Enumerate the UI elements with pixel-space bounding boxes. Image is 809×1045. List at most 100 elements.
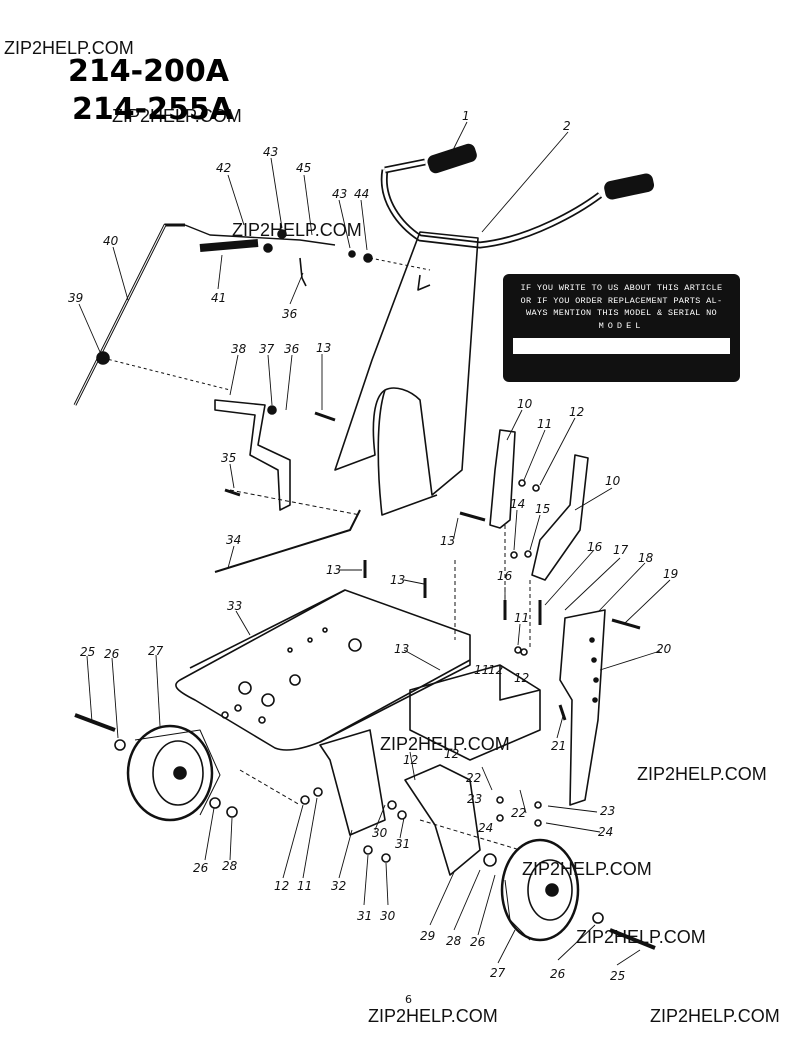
callout-number: 2 <box>563 119 571 133</box>
callout-number: 35 <box>221 451 236 465</box>
notice-line: OR IF YOU ORDER REPLACEMENT PARTS AL- <box>520 295 723 306</box>
wheel <box>500 838 580 942</box>
callout-number: 12 <box>488 663 503 677</box>
callout-number: 37 <box>259 342 275 356</box>
callout-number: 31 <box>357 909 372 923</box>
callout-number: 24 <box>598 825 613 839</box>
callout-number: 25 <box>80 645 95 659</box>
callout-number: 12 <box>444 747 459 761</box>
callout-number: 43 <box>332 187 347 201</box>
callout-number: 36 <box>284 342 300 356</box>
callout-number: 39 <box>68 291 83 305</box>
model-number-title: 214-255A <box>72 92 233 127</box>
callout-number: 10 <box>605 474 621 488</box>
shift-rod <box>73 223 185 406</box>
callout-number: 12 <box>569 405 584 419</box>
callout-number: 30 <box>380 909 396 923</box>
axle-bolt <box>74 713 116 732</box>
callout-number: 13 <box>390 573 405 587</box>
callout-number: 13 <box>440 534 455 548</box>
page-number: 6 <box>405 993 412 1006</box>
callout-number: 14 <box>510 497 525 511</box>
callout-number: 19 <box>663 567 678 581</box>
callout-number: 11 <box>474 663 489 677</box>
adjuster-bracket <box>531 454 589 581</box>
serial-number-field <box>513 338 730 354</box>
callout-number: 40 <box>103 234 119 248</box>
watermark: ZIP2HELP.COM <box>112 106 242 126</box>
callout-number: 26 <box>104 647 120 661</box>
callout-number: 34 <box>226 533 241 547</box>
callout-number: 11 <box>514 611 529 625</box>
model-serial-notice-plate: IF YOU WRITE TO US ABOUT THIS ARTICLE OR… <box>503 274 740 382</box>
shift-lever <box>199 239 259 252</box>
watermark: ZIP2HELP.COM <box>576 927 706 947</box>
callout-number: 21 <box>551 739 566 753</box>
notice-line: WAYS MENTION THIS MODEL & SERIAL NO <box>526 308 717 318</box>
callout-number: 12 <box>514 671 529 685</box>
callout-number: 10 <box>517 397 533 411</box>
watermark: ZIP2HELP.COM <box>368 1006 498 1026</box>
callout-number: 28 <box>446 934 462 948</box>
watermark: ZIP2HELP.COM <box>522 859 652 879</box>
callout-number: 1 <box>462 109 470 123</box>
callout-number: 27 <box>490 966 506 980</box>
callout-number: 23 <box>467 792 482 806</box>
callout-number: 38 <box>231 342 247 356</box>
callout-number: 44 <box>354 187 369 201</box>
model-number-title: 214-200A <box>68 54 229 89</box>
callout-number: 11 <box>537 417 552 431</box>
side-plate <box>559 609 606 806</box>
callout-number: 28 <box>222 859 238 873</box>
callout-number: 13 <box>326 563 341 577</box>
handle-grip <box>427 143 477 174</box>
callout-number: 26 <box>470 935 486 949</box>
callout-number: 32 <box>331 879 346 893</box>
adjuster-bracket <box>489 429 516 529</box>
callout-number: 16 <box>497 569 513 583</box>
handle-grip <box>604 173 655 200</box>
callout-number: 22 <box>466 771 481 785</box>
callout-number: 12 <box>403 753 418 767</box>
watermark: ZIP2HELP.COM <box>4 38 134 58</box>
callout-number: 26 <box>550 967 566 981</box>
callout-number: 30 <box>372 826 388 840</box>
callout-number: 31 <box>395 837 410 851</box>
linkage-bracket <box>214 399 291 511</box>
notice-line: IF YOU WRITE TO US ABOUT THIS ARTICLE <box>520 283 723 293</box>
callout-number: 27 <box>148 644 164 658</box>
callout-number: 11 <box>297 879 312 893</box>
callout-number: 18 <box>638 551 654 565</box>
callout-number: 43 <box>263 145 278 159</box>
watermark: ZIP2HELP.COM <box>380 734 510 754</box>
callout-number: 20 <box>656 642 672 656</box>
callout-number: 41 <box>211 291 226 305</box>
callout-number: 13 <box>394 642 409 656</box>
callout-number: 42 <box>216 161 231 175</box>
watermark: ZIP2HELP.COM <box>637 764 767 784</box>
handle-panel <box>334 231 479 496</box>
callout-number: 22 <box>511 806 526 820</box>
callout-number: 17 <box>613 543 629 557</box>
callout-number: 26 <box>193 861 209 875</box>
callout-number: 36 <box>282 307 298 321</box>
callout-number: 24 <box>478 821 493 835</box>
wheel <box>126 724 214 822</box>
callout-number: 25 <box>610 969 625 983</box>
watermark: ZIP2HELP.COM <box>232 220 362 240</box>
support-leg <box>319 729 386 836</box>
base-plate <box>175 589 471 751</box>
callout-number: 29 <box>420 929 435 943</box>
callout-number: 16 <box>587 540 603 554</box>
callout-number: 12 <box>274 879 289 893</box>
control-rod <box>214 509 361 573</box>
axle-bolt <box>609 928 656 950</box>
notice-text: IF YOU WRITE TO US ABOUT THIS ARTICLE OR… <box>513 282 730 332</box>
callout-number: 23 <box>600 804 615 818</box>
callout-number: 33 <box>227 599 242 613</box>
callout-number: 13 <box>316 341 331 355</box>
notice-line: MODEL <box>598 320 645 331</box>
callout-number: 45 <box>296 161 311 175</box>
watermark: ZIP2HELP.COM <box>650 1006 780 1026</box>
